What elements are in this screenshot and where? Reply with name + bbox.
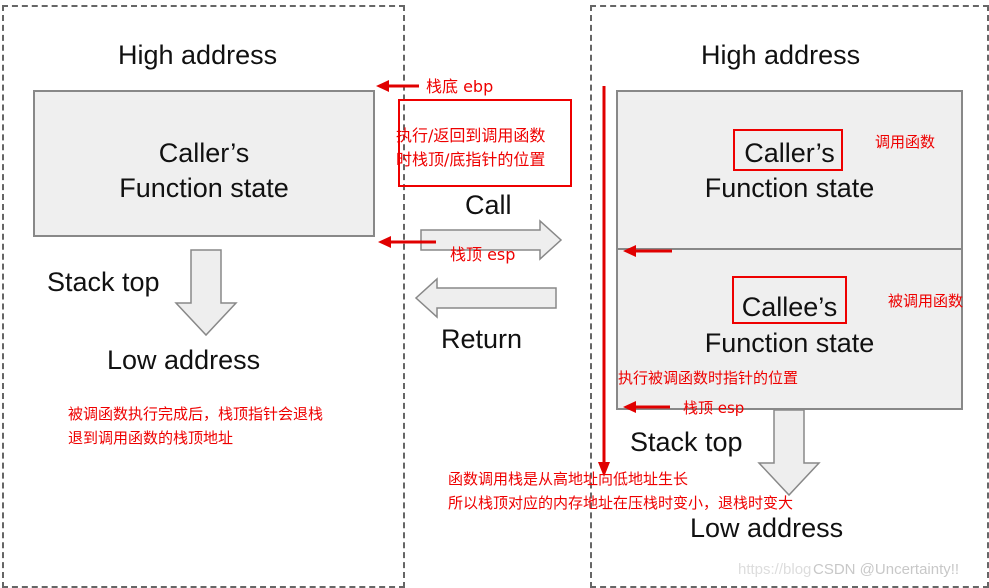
right-stack-growth-arrow: [757, 409, 821, 497]
right-caller-frame-line1: Caller’s: [744, 138, 835, 168]
callee-name-highlight: [732, 276, 847, 324]
stack-growth-direction-arrow: [598, 86, 610, 477]
call-label: Call: [465, 190, 512, 220]
left-high-address-label: High address: [118, 40, 278, 70]
callee-cn-label: 被调用函数: [888, 292, 964, 310]
growth-note-line2: 所以栈顶对应的内存地址在压栈时变小，退栈时变大: [448, 494, 794, 512]
left-low-address-label: Low address: [107, 345, 261, 375]
left-stack-panel: [2, 5, 405, 588]
left-esp-pointer-arrow: [378, 236, 436, 248]
growth-note-line1: 函数调用栈是从高地址向低地址生长: [448, 470, 689, 488]
left-stack-growth-arrow: [174, 249, 238, 337]
left-caller-frame: [33, 90, 375, 237]
watermark-csdn: CSDN @Uncertainty!!: [813, 561, 960, 578]
saved-pointers-note-line1: 执行/返回到调用函数: [396, 126, 546, 145]
right-caller-frame-line2: Function state: [704, 173, 875, 203]
right-stack-top-label: Stack top: [630, 427, 743, 457]
left-caller-frame-line1: Caller’s: [158, 138, 250, 168]
return-label: Return: [441, 324, 523, 354]
saved-pointers-note-line2: 时栈顶/底指针的位置: [396, 150, 546, 169]
left-esp-annotation: 栈顶 esp: [450, 245, 516, 264]
left-caller-frame-line2: Function state: [119, 173, 289, 203]
restore-note-line1: 被调函数执行完成后，栈顶指针会退栈: [68, 405, 324, 423]
watermark-faint-url: https://blog: [738, 561, 812, 578]
saved-pointers-note-box: [398, 99, 572, 187]
right-high-address-label: High address: [701, 40, 861, 70]
right-frame-pointer-arrow: [623, 245, 672, 257]
right-esp-pointer-arrow: [623, 401, 670, 413]
right-callee-frame-line1: Callee’s: [741, 292, 838, 322]
right-low-address-label: Low address: [690, 513, 844, 543]
caller-cn-label: 调用函数: [875, 133, 936, 151]
right-callee-frame-line2: Function state: [704, 328, 875, 358]
ebp-pointer-arrow: [376, 80, 419, 92]
call-arrow: [420, 219, 563, 261]
restore-note-line2: 退到调用函数的栈顶地址: [68, 429, 234, 447]
left-stack-top-label: Stack top: [47, 267, 160, 297]
callee-pointer-position-note: 执行被调函数时指针的位置: [618, 369, 799, 387]
right-callee-frame: [616, 248, 963, 410]
ebp-annotation: 栈底 ebp: [426, 77, 494, 96]
return-arrow: [414, 277, 557, 319]
right-esp-annotation: 栈顶 esp: [683, 399, 745, 417]
right-stack-panel: [590, 5, 989, 588]
caller-name-highlight: [733, 129, 843, 171]
